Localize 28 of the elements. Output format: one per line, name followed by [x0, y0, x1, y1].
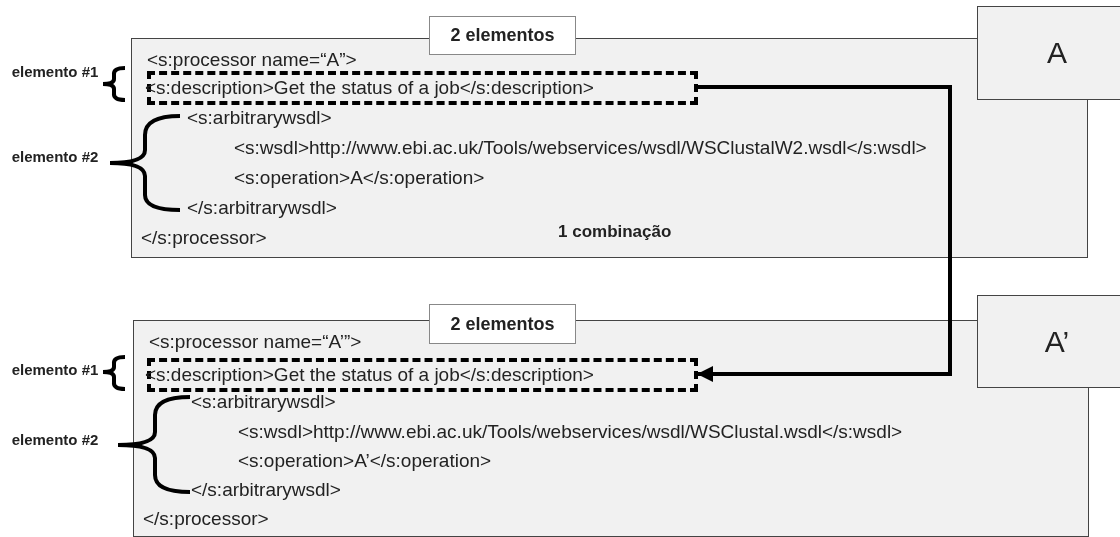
code-line: <s:operation>A’</s:operation> [238, 449, 492, 473]
element-label: elemento #2 [10, 147, 100, 167]
code-line: <s:wsdl>http://www.ebi.ac.uk/Tools/webservices/wsdl/WSClustalW2.wsdl</s:wsdl> [234, 136, 927, 160]
version-label: A’ [1044, 324, 1070, 359]
code-line: <s:processor name=“A”> [147, 48, 357, 72]
code-line: <s:processor name=“A’”> [149, 330, 362, 354]
code-line: </s:arbitrarywsdl> [191, 478, 341, 502]
code-line: <s:arbitrarywsdl> [187, 106, 332, 130]
code-line: </s:processor> [143, 507, 269, 531]
version-label: A [1047, 36, 1067, 70]
dashed-highlight-box [147, 358, 698, 392]
code-line: <s:arbitrarywsdl> [191, 390, 336, 414]
connector-arrow [697, 85, 952, 382]
version-box [977, 6, 1120, 100]
element-label: elemento #2 [10, 430, 100, 450]
code-line: <s:description>Get the status of a job</s:description> [145, 363, 594, 387]
element-label: elemento #1 [10, 360, 100, 380]
code-line: </s:processor> [141, 226, 267, 250]
panel-title: 2 elementos [429, 16, 576, 55]
code-line: <s:operation>A</s:operation> [234, 166, 485, 190]
code-line: </s:arbitrarywsdl> [187, 196, 337, 220]
dashed-highlight-box [147, 71, 698, 105]
combination-note: 1 combinação [558, 221, 673, 243]
code-line: <s:description>Get the status of a job</s:description> [145, 76, 594, 100]
code-line: <s:wsdl>http://www.ebi.ac.uk/Tools/webservices/wsdl/WSClustal.wsdl</s:wsdl> [238, 420, 903, 444]
element-label: elemento #1 [10, 62, 100, 82]
version-box [977, 295, 1120, 388]
panel-title: 2 elementos [429, 304, 576, 344]
